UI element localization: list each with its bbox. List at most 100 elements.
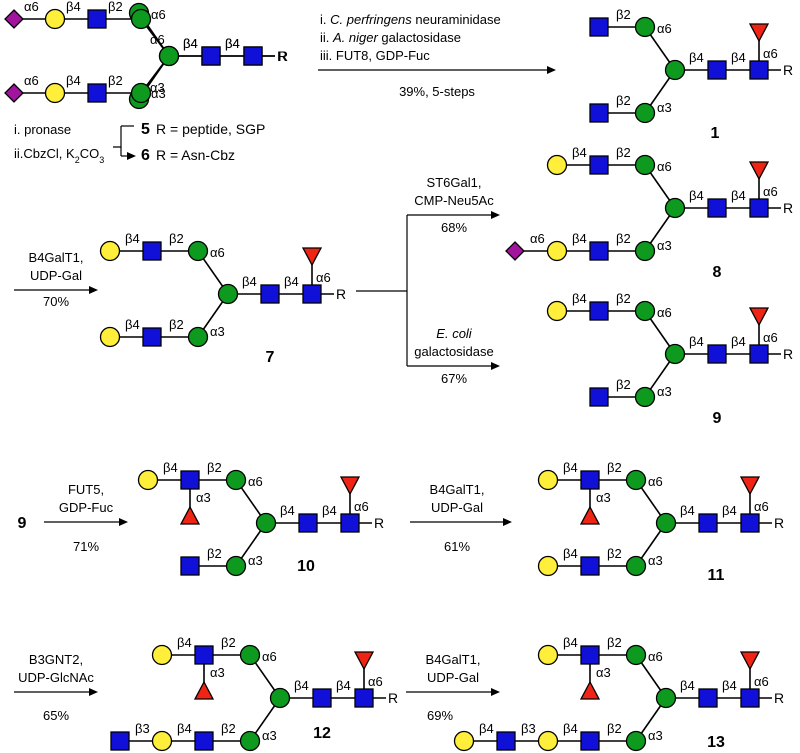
glcnac-square-icon (589, 103, 609, 123)
linkage-label: α3 (210, 665, 225, 680)
compound-label-1: 1 (711, 125, 720, 142)
glcnac-square-icon (580, 556, 600, 576)
glcnac-square-icon (740, 688, 760, 708)
linkage-label: β4 (689, 188, 704, 203)
glcnac-square-icon (589, 241, 609, 261)
reducing-end-label: R (336, 286, 346, 302)
linkage-label: α3 (657, 238, 672, 253)
linkage-label: β3 (521, 721, 536, 736)
arrowhead-icon (127, 152, 136, 160)
linkage-label: α3 (657, 384, 672, 399)
compound-label-7: 7 (266, 349, 275, 366)
linkage-label: α3 (648, 728, 663, 743)
glcnac-square-icon (354, 688, 374, 708)
fuc-triangle-icon (579, 505, 601, 525)
reducing-end-label: R (783, 346, 793, 362)
neu5ac-diamond-icon (505, 241, 525, 261)
linkage-label: β4 (177, 635, 192, 650)
man-circle-icon (158, 45, 180, 67)
reagent-galactosidase: galactosidase (414, 344, 494, 359)
linkage-label: β2 (607, 721, 622, 736)
man-circle-icon (625, 555, 647, 577)
reagent-ecoli: E. coli (436, 326, 473, 341)
glcnac-square-icon (110, 731, 130, 751)
man-circle-icon (655, 512, 677, 534)
glcnac-square-icon (180, 470, 200, 490)
glcnac-square-icon (194, 645, 214, 665)
linkage-label: β4 (563, 460, 578, 475)
reagent-cbzcl: ii.CbzCl, K2CO3 (14, 146, 104, 165)
linkage-label: α6 (24, 73, 39, 88)
linkage-label: β2 (221, 721, 236, 736)
glcnac-square-icon (707, 60, 727, 80)
linkage-label: β4 (731, 50, 746, 65)
yield-68: 68% (441, 220, 467, 235)
man-circle-icon (634, 16, 656, 38)
reagent-st6gal1: ST6Gal1, (427, 175, 482, 190)
reagent-step-1: i. C. perfringens neuraminidase (320, 12, 501, 27)
arrowhead-icon (119, 518, 128, 526)
linkage-label: β4 (66, 0, 81, 14)
fuc-triangle-icon (748, 307, 770, 327)
neu5ac-diamond-icon (4, 83, 24, 103)
linkage-label: β4 (479, 721, 494, 736)
linkage-label: α6 (648, 649, 663, 664)
glcnac-square-icon (496, 731, 516, 751)
linkage-label: β2 (616, 7, 631, 22)
arrowhead-icon (491, 211, 500, 219)
compound-label-9: 9 (713, 410, 722, 427)
linkage-label: α6 (763, 330, 778, 345)
man-circle-icon (664, 59, 686, 81)
arrowhead-icon (491, 688, 500, 696)
linkage-label: α6 (262, 649, 277, 664)
reagent-b4galt1: B4GalT1, (426, 652, 481, 667)
linkage-label: α6 (657, 159, 672, 174)
reagent-udpgal: UDP-Gal (427, 670, 479, 685)
linkage-label: β4 (731, 188, 746, 203)
compound-label-13: 13 (707, 734, 725, 751)
gal-circle-icon (546, 240, 568, 262)
man-circle-icon (634, 102, 656, 124)
linkage-label: β4 (280, 503, 295, 518)
arrowhead-icon (491, 362, 500, 370)
man-circle-icon (625, 469, 647, 491)
linkage-label: β4 (225, 36, 240, 51)
reagent-udp-glcnac: UDP-GlcNAc (18, 670, 94, 685)
fuc-triangle-icon (353, 651, 375, 671)
linkage-label: β4 (572, 145, 587, 160)
reagent-pronase: i. pronase (14, 122, 71, 137)
man-circle-icon (225, 555, 247, 577)
linkage-label: α3 (248, 553, 263, 568)
fuc-triangle-icon (339, 476, 361, 496)
reagent-b3gnt2: B3GNT2, (29, 652, 83, 667)
linkage-label: α6 (648, 474, 663, 489)
glcnac-square-icon (740, 513, 760, 533)
yield-step-1: 39%, 5-steps (399, 84, 475, 99)
linkage-label: α6 (151, 7, 166, 22)
glcnac-square-icon (142, 241, 162, 261)
man-circle-icon (225, 469, 247, 491)
linkage-label: α3 (150, 80, 165, 95)
linkage-label: β4 (225, 36, 240, 51)
gal-circle-icon (137, 469, 159, 491)
linkage-label: α3 (196, 490, 211, 505)
linkage-label: β2 (616, 93, 631, 108)
linkage-label: β4 (284, 274, 299, 289)
neu5ac-diamond-icon (4, 9, 24, 29)
man-circle-icon (239, 730, 261, 752)
man-circle-icon (239, 644, 261, 666)
gal-circle-icon (151, 644, 173, 666)
linkage-label: α6 (530, 231, 545, 246)
glcnac-square-icon (194, 731, 214, 751)
compound-label-10: 10 (297, 558, 315, 575)
linkage-label: α3 (151, 86, 166, 101)
glcnac-square-icon (589, 301, 609, 321)
linkage-label: β4 (689, 50, 704, 65)
reaction-arrows (14, 66, 556, 696)
glcnac-square-icon (580, 645, 600, 665)
linkage-label: β4 (563, 635, 578, 650)
fuc-triangle-icon (739, 476, 761, 496)
man-circle-icon (269, 687, 291, 709)
linkage-label: β4 (722, 678, 737, 693)
